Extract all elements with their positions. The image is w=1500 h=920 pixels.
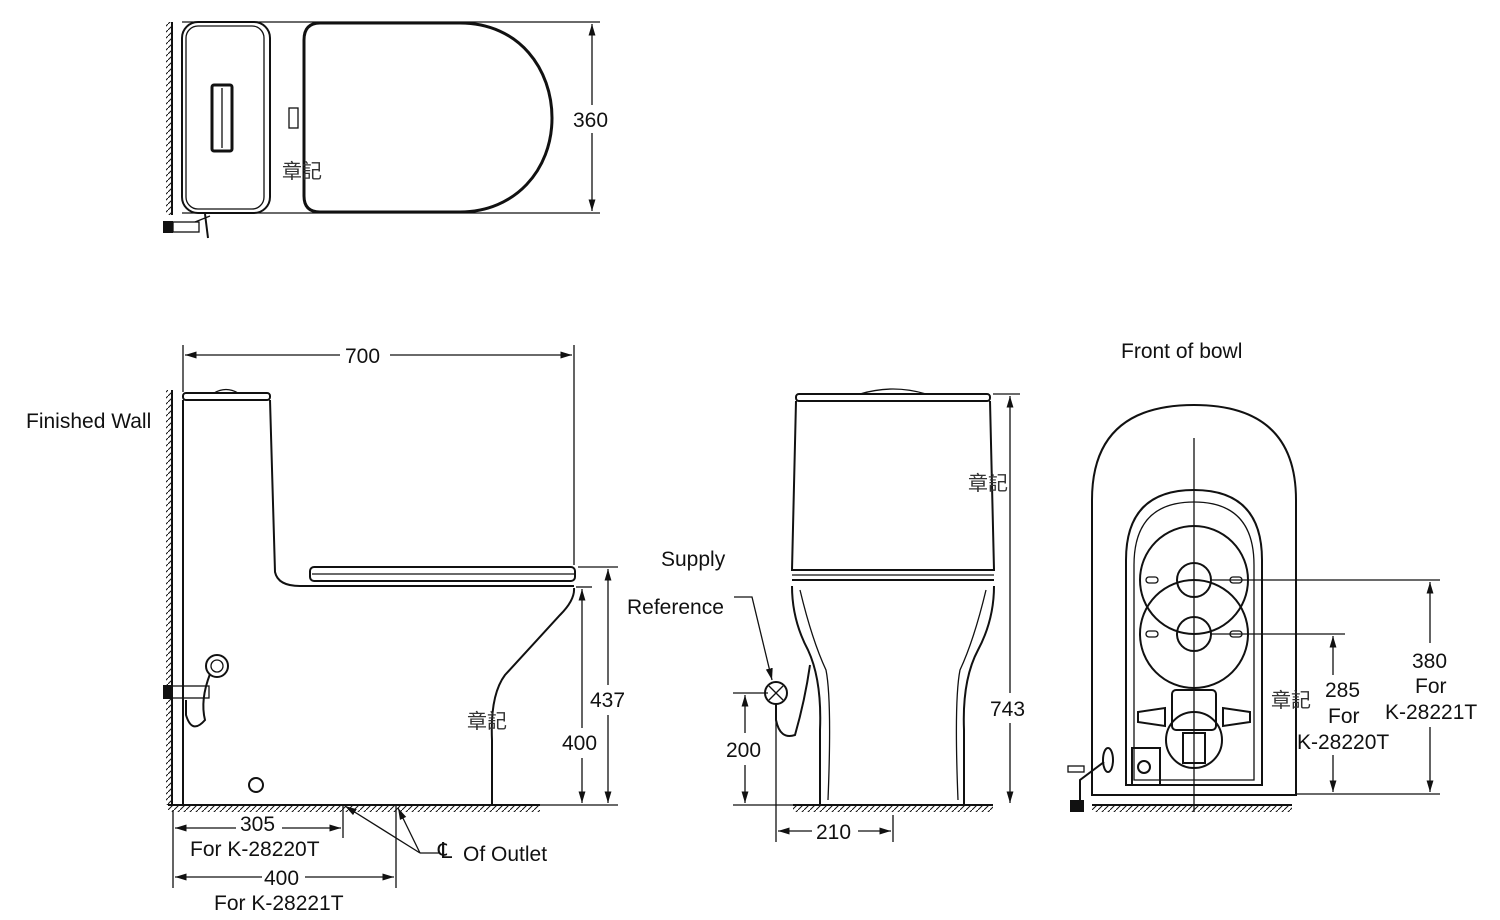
centerline-symbol: ℄ — [437, 838, 453, 863]
bolt-cap — [248, 777, 264, 793]
dim-285-model: K-28220T — [1297, 731, 1389, 754]
floor-hatch — [793, 806, 993, 812]
bowl-outline — [790, 400, 996, 805]
flush-button — [210, 83, 234, 153]
dim-380-for: For — [1415, 675, 1447, 698]
total-height-dimension: 743 — [990, 698, 1025, 721]
rough-in-305: 305 — [240, 813, 275, 836]
floor-hatch — [1092, 806, 1292, 812]
dim-380-model: K-28221T — [1385, 701, 1477, 724]
tank-lid — [182, 392, 271, 401]
supply-offset-dimension: 210 — [816, 821, 851, 844]
rough-in-305-label: For K-28220T — [190, 838, 320, 861]
seat-hinge — [288, 107, 299, 129]
outlet-label: Of Outlet — [463, 843, 547, 866]
tank-lid — [795, 393, 991, 402]
wall-hatch — [166, 390, 172, 805]
dim-285-for: For — [1328, 705, 1360, 728]
seat-height-dimension: 437 — [590, 689, 625, 712]
watermark: 章記 — [467, 709, 507, 733]
supply-valve-icon — [163, 654, 229, 728]
wall-hatch — [166, 22, 172, 215]
watermark: 章記 — [282, 159, 322, 183]
watermark: 章記 — [968, 471, 1008, 495]
side-view: Finished Wall 700 437 400 — [26, 345, 625, 915]
supply-label: Supply — [661, 548, 726, 571]
supply-valve-icon — [1067, 747, 1114, 812]
bowl-outline — [1091, 403, 1297, 796]
dim-380: 380 — [1412, 650, 1447, 673]
width-dimension: 360 — [573, 109, 608, 132]
finished-wall-label: Finished Wall — [26, 410, 151, 433]
rear-view-title: Front of bowl — [1121, 340, 1242, 363]
rough-in-400: 400 — [264, 867, 299, 890]
supply-height-dimension: 200 — [726, 739, 761, 762]
supply-valve-icon — [764, 664, 811, 737]
reference-label: Reference — [627, 596, 724, 619]
top-view: 360 章記 — [163, 21, 608, 239]
tank-outline — [181, 21, 271, 214]
bowl-outline — [182, 399, 576, 805]
watermark: 章記 — [1271, 688, 1311, 712]
seat-lid-outline — [302, 21, 554, 214]
length-dimension: 700 — [345, 345, 380, 368]
dim-285: 285 — [1325, 679, 1360, 702]
seat — [309, 566, 576, 582]
rim-height-dimension: 400 — [562, 732, 597, 755]
supply-valve-icon — [163, 213, 211, 239]
rough-in-400-label: For K-28221T — [214, 892, 344, 915]
front-view: Supply Reference 743 章記 200 210 — [627, 388, 1025, 844]
rear-view: Front of bowl 285 For K-2 — [1067, 340, 1477, 812]
